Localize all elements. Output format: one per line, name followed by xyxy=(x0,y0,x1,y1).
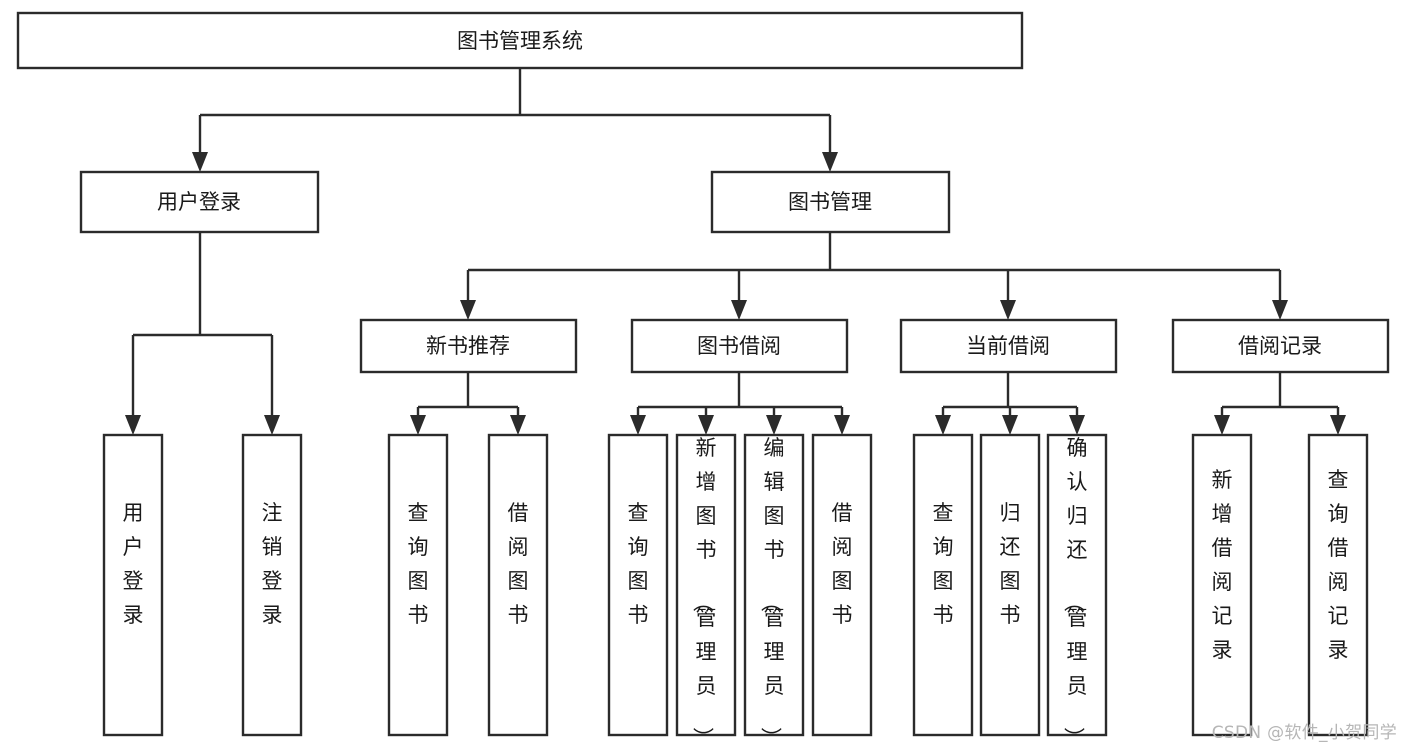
arrow-newbook-leaf-2 xyxy=(510,415,526,435)
node-leaf-logout[interactable]: 注销登录 xyxy=(241,433,303,737)
node-leaf-query-book-2[interactable]: 查询图书 xyxy=(607,433,669,737)
node-user-login[interactable]: 用户登录 xyxy=(79,170,320,234)
arrow-bookborrow-leaf-3 xyxy=(766,415,782,435)
node-current-borrow[interactable]: 当前借阅 xyxy=(899,318,1118,374)
node-new-book-rec-label: 新书推荐 xyxy=(426,334,510,358)
node-book-borrow-box[interactable] xyxy=(630,318,849,374)
node-leaf-logout-label: 注销登录 xyxy=(262,501,283,627)
arrow-bookborrow-leaf-2 xyxy=(698,415,714,435)
node-borrow-record[interactable]: 借阅记录 xyxy=(1171,318,1390,374)
node-leaf-return-book[interactable]: 归还图书 xyxy=(979,433,1041,737)
node-leaf-query-book-1-label: 查询图书 xyxy=(408,501,429,627)
node-leaf-borrow-book-2-box[interactable] xyxy=(811,433,873,737)
node-user-login-label: 用户登录 xyxy=(157,190,241,214)
arrow-bookborrow-leaf-1 xyxy=(630,415,646,435)
node-book-borrow[interactable]: 图书借阅 xyxy=(630,318,849,374)
arrow-borrowrecord-leaf-1 xyxy=(1214,415,1230,435)
nodes-layer: 图书管理系统 用户登录 图书管理 新书推荐 图书借阅 xyxy=(16,11,1390,747)
node-leaf-query-book-1-box[interactable] xyxy=(387,433,449,737)
node-current-borrow-label: 当前借阅 xyxy=(966,334,1050,358)
node-borrow-record-box[interactable] xyxy=(1171,318,1390,374)
arrow-userlogin-leaf-1 xyxy=(125,415,141,435)
node-leaf-add-book-box[interactable] xyxy=(675,433,737,737)
node-book-manage-box[interactable] xyxy=(710,170,951,234)
node-leaf-return-book-label: 归还图书 xyxy=(1000,501,1021,627)
node-leaf-confirm-return[interactable]: 确认归还（管理员） xyxy=(1046,433,1108,747)
node-root-box[interactable] xyxy=(16,11,1024,70)
node-leaf-edit-book-label: 编辑图书（管理员） xyxy=(759,436,785,747)
node-root-label: 图书管理系统 xyxy=(457,29,583,53)
node-leaf-confirm-return-box[interactable] xyxy=(1046,433,1108,737)
node-leaf-add-record[interactable]: 新增借阅记录 xyxy=(1191,433,1253,737)
node-leaf-add-book-label: 新增图书（管理员） xyxy=(691,436,717,747)
node-new-book-rec[interactable]: 新书推荐 xyxy=(359,318,578,374)
node-current-borrow-box[interactable] xyxy=(899,318,1118,374)
node-leaf-borrow-book-1[interactable]: 借阅图书 xyxy=(487,433,549,737)
node-book-borrow-label: 图书借阅 xyxy=(697,334,781,358)
node-leaf-confirm-return-label: 确认归还（管理员） xyxy=(1062,436,1088,747)
arrow-to-book-borrow xyxy=(731,300,747,320)
node-leaf-add-record-label: 新增借阅记录 xyxy=(1212,468,1233,662)
node-leaf-add-book[interactable]: 新增图书（管理员） xyxy=(675,433,737,747)
node-leaf-query-record[interactable]: 查询借阅记录 xyxy=(1307,433,1369,737)
arrow-root-to-user-login xyxy=(192,152,208,172)
node-leaf-query-book-3[interactable]: 查询图书 xyxy=(912,433,974,737)
arrow-currentborrow-leaf-1 xyxy=(935,415,951,435)
node-leaf-borrow-book-1-box[interactable] xyxy=(487,433,549,737)
node-leaf-user-login[interactable]: 用户登录 xyxy=(102,433,164,737)
node-leaf-borrow-book-2[interactable]: 借阅图书 xyxy=(811,433,873,737)
node-borrow-record-label: 借阅记录 xyxy=(1238,334,1322,358)
node-leaf-query-book-3-box[interactable] xyxy=(912,433,974,737)
node-leaf-query-record-box[interactable] xyxy=(1307,433,1369,737)
node-root[interactable]: 图书管理系统 xyxy=(16,11,1024,70)
edges-layer xyxy=(125,68,1346,435)
node-user-login-box[interactable] xyxy=(79,170,320,234)
arrow-userlogin-leaf-2 xyxy=(264,415,280,435)
node-leaf-user-login-label: 用户登录 xyxy=(123,501,144,627)
arrow-currentborrow-leaf-3 xyxy=(1069,415,1085,435)
node-new-book-rec-box[interactable] xyxy=(359,318,578,374)
node-leaf-edit-book[interactable]: 编辑图书（管理员） xyxy=(743,433,805,747)
node-leaf-edit-book-box[interactable] xyxy=(743,433,805,737)
node-book-manage-label: 图书管理 xyxy=(788,190,872,214)
arrow-borrowrecord-leaf-2 xyxy=(1330,415,1346,435)
arrow-to-borrow-record xyxy=(1272,300,1288,320)
node-leaf-query-book-2-label: 查询图书 xyxy=(628,501,649,627)
arrow-newbook-leaf-1 xyxy=(410,415,426,435)
node-leaf-user-login-box[interactable] xyxy=(102,433,164,737)
node-leaf-query-book-1[interactable]: 查询图书 xyxy=(387,433,449,737)
node-leaf-query-book-3-label: 查询图书 xyxy=(933,501,954,627)
node-leaf-borrow-book-2-label: 借阅图书 xyxy=(832,501,853,627)
arrow-root-to-book-manage xyxy=(822,152,838,172)
arrow-to-new-book-rec xyxy=(460,300,476,320)
arrow-bookborrow-leaf-4 xyxy=(834,415,850,435)
node-book-manage[interactable]: 图书管理 xyxy=(710,170,951,234)
node-leaf-add-record-box[interactable] xyxy=(1191,433,1253,737)
node-leaf-query-book-2-box[interactable] xyxy=(607,433,669,737)
node-leaf-logout-box[interactable] xyxy=(241,433,303,737)
arrow-to-current-borrow xyxy=(1000,300,1016,320)
csdn-watermark: CSDN @软件_小贺同学 xyxy=(1211,723,1397,743)
arrow-currentborrow-leaf-2 xyxy=(1002,415,1018,435)
node-leaf-query-record-label: 查询借阅记录 xyxy=(1328,468,1349,662)
node-leaf-borrow-book-1-label: 借阅图书 xyxy=(508,501,529,627)
node-leaf-return-book-box[interactable] xyxy=(979,433,1041,737)
